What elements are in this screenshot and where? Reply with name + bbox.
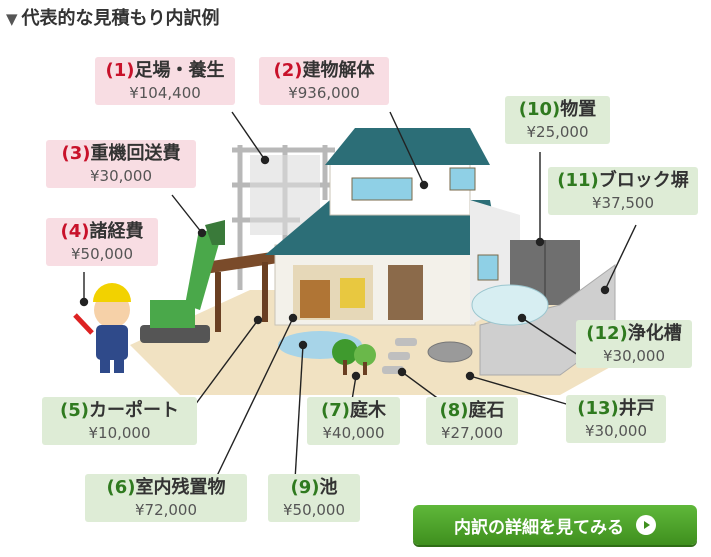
item-name: ブロック塀: [598, 170, 689, 191]
estimate-item-12: (12)浄化槽 ¥30,000: [576, 320, 692, 369]
item-number: (7): [321, 400, 350, 421]
item-name: 池: [319, 477, 338, 498]
item-price: ¥50,000: [70, 244, 134, 263]
section-title-text: 代表的な見積もり内訳例: [21, 8, 220, 29]
item-number: (2): [273, 60, 303, 81]
item-number: (4): [60, 221, 90, 242]
item-name: 庭石: [468, 400, 505, 421]
item-number: (11): [557, 170, 599, 191]
item-number: (1): [105, 60, 135, 81]
item-name: カーポート: [88, 400, 179, 421]
item-name: 建物解体: [302, 60, 375, 81]
item-price: ¥936,000: [288, 83, 360, 102]
carport: [205, 250, 285, 332]
item-price: ¥40,000: [322, 423, 385, 442]
estimate-item-2: (2)建物解体 ¥936,000: [259, 57, 389, 106]
garden-trees: [332, 339, 376, 375]
item-name: 重機回送費: [90, 143, 181, 164]
triangle-down-icon: ▼: [6, 10, 18, 28]
item-price: ¥27,000: [440, 423, 504, 442]
item-price: ¥104,400: [129, 83, 201, 102]
item-price: ¥25,000: [526, 122, 589, 141]
estimate-item-5: (5)カーポート ¥10,000: [42, 397, 197, 446]
worker: [73, 283, 131, 373]
item-price: ¥30,000: [602, 346, 666, 365]
item-price: ¥30,000: [89, 166, 153, 185]
item-number: (6): [106, 477, 136, 498]
estimate-item-1: (1)足場・養生 ¥104,400: [95, 57, 235, 106]
well: [427, 341, 473, 363]
item-number: (8): [439, 400, 469, 421]
view-breakdown-details-button[interactable]: 内訳の詳細を見てみる: [413, 505, 697, 545]
front-door: [388, 265, 423, 320]
upper-window: [351, 177, 413, 201]
item-name: 足場・養生: [134, 60, 225, 81]
cta-label: 内訳の詳細を見てみる: [454, 517, 624, 538]
chest-of-drawers: [300, 280, 330, 318]
estimate-item-9: (9)池 ¥50,000: [268, 474, 360, 523]
septic-tank: [471, 284, 549, 326]
estimate-item-10: (10)物置 ¥25,000: [505, 96, 610, 145]
estimate-item-8: (8)庭石 ¥27,000: [426, 397, 518, 446]
excavator: [140, 220, 225, 343]
item-name: 浄化槽: [627, 323, 682, 344]
item-number: (5): [60, 400, 89, 421]
item-price: ¥72,000: [134, 500, 198, 519]
estimate-item-11: (11)ブロック塀 ¥37,500: [548, 167, 698, 216]
item-name: 諸経費: [89, 221, 144, 242]
item-number: (13): [577, 398, 619, 419]
estimate-item-6: (6)室内残置物 ¥72,000: [85, 474, 247, 523]
item-number: (12): [586, 323, 628, 344]
item-price: ¥10,000: [88, 423, 151, 442]
item-price: ¥30,000: [584, 421, 648, 440]
estimate-item-3: (3)重機回送費 ¥30,000: [46, 140, 196, 189]
arrow-right-icon: [636, 515, 656, 535]
side-window-lower: [477, 254, 499, 281]
estimate-item-13: (13)井戸 ¥30,000: [566, 395, 666, 444]
item-name: 物置: [560, 99, 597, 120]
section-title: ▼代表的な見積もり内訳例: [6, 4, 220, 30]
item-number: (9): [290, 477, 320, 498]
item-name: 井戸: [618, 398, 655, 419]
item-name: 庭木: [349, 400, 386, 421]
estimate-item-4: (4)諸経費 ¥50,000: [46, 218, 158, 267]
item-number: (10): [518, 99, 561, 120]
item-price: ¥37,500: [591, 193, 655, 212]
item-name: 室内残置物: [135, 477, 226, 498]
item-number: (3): [61, 143, 91, 164]
leader-lines: [79, 111, 637, 481]
leftover-items: [340, 278, 365, 308]
side-window: [449, 167, 476, 191]
upper-roof: [325, 128, 490, 165]
estimate-item-7: (7)庭木 ¥40,000: [307, 397, 400, 446]
item-price: ¥50,000: [282, 500, 346, 519]
